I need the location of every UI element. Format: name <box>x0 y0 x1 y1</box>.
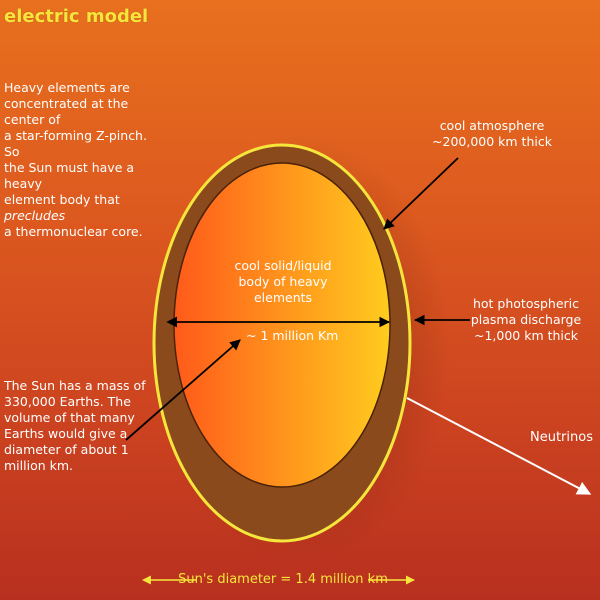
sun-diameter-label: Sun's diameter = 1.4 million km <box>178 572 388 587</box>
core-diameter-label: ~ 1 million Km <box>246 328 339 343</box>
atmosphere-label: cool atmosphere ~200,000 km thick <box>432 118 552 149</box>
sun-core <box>173 162 391 488</box>
neutrinos-label: Neutrinos <box>530 430 593 445</box>
heavy-elements-note: Heavy elements are concentrated at the c… <box>4 80 147 239</box>
atmosphere-pointer-arrow <box>383 157 459 230</box>
mass-note-arrow <box>125 339 241 441</box>
mass-note: The Sun has a mass of 330,000 Earths. Th… <box>4 378 146 473</box>
photosphere-label: hot photospheric plasma discharge ~1,000… <box>470 296 582 343</box>
page-title: electric model <box>4 6 149 27</box>
core-label: cool solid/liquid body of heavy elements <box>234 258 332 305</box>
neutrino-arrow <box>406 397 592 495</box>
